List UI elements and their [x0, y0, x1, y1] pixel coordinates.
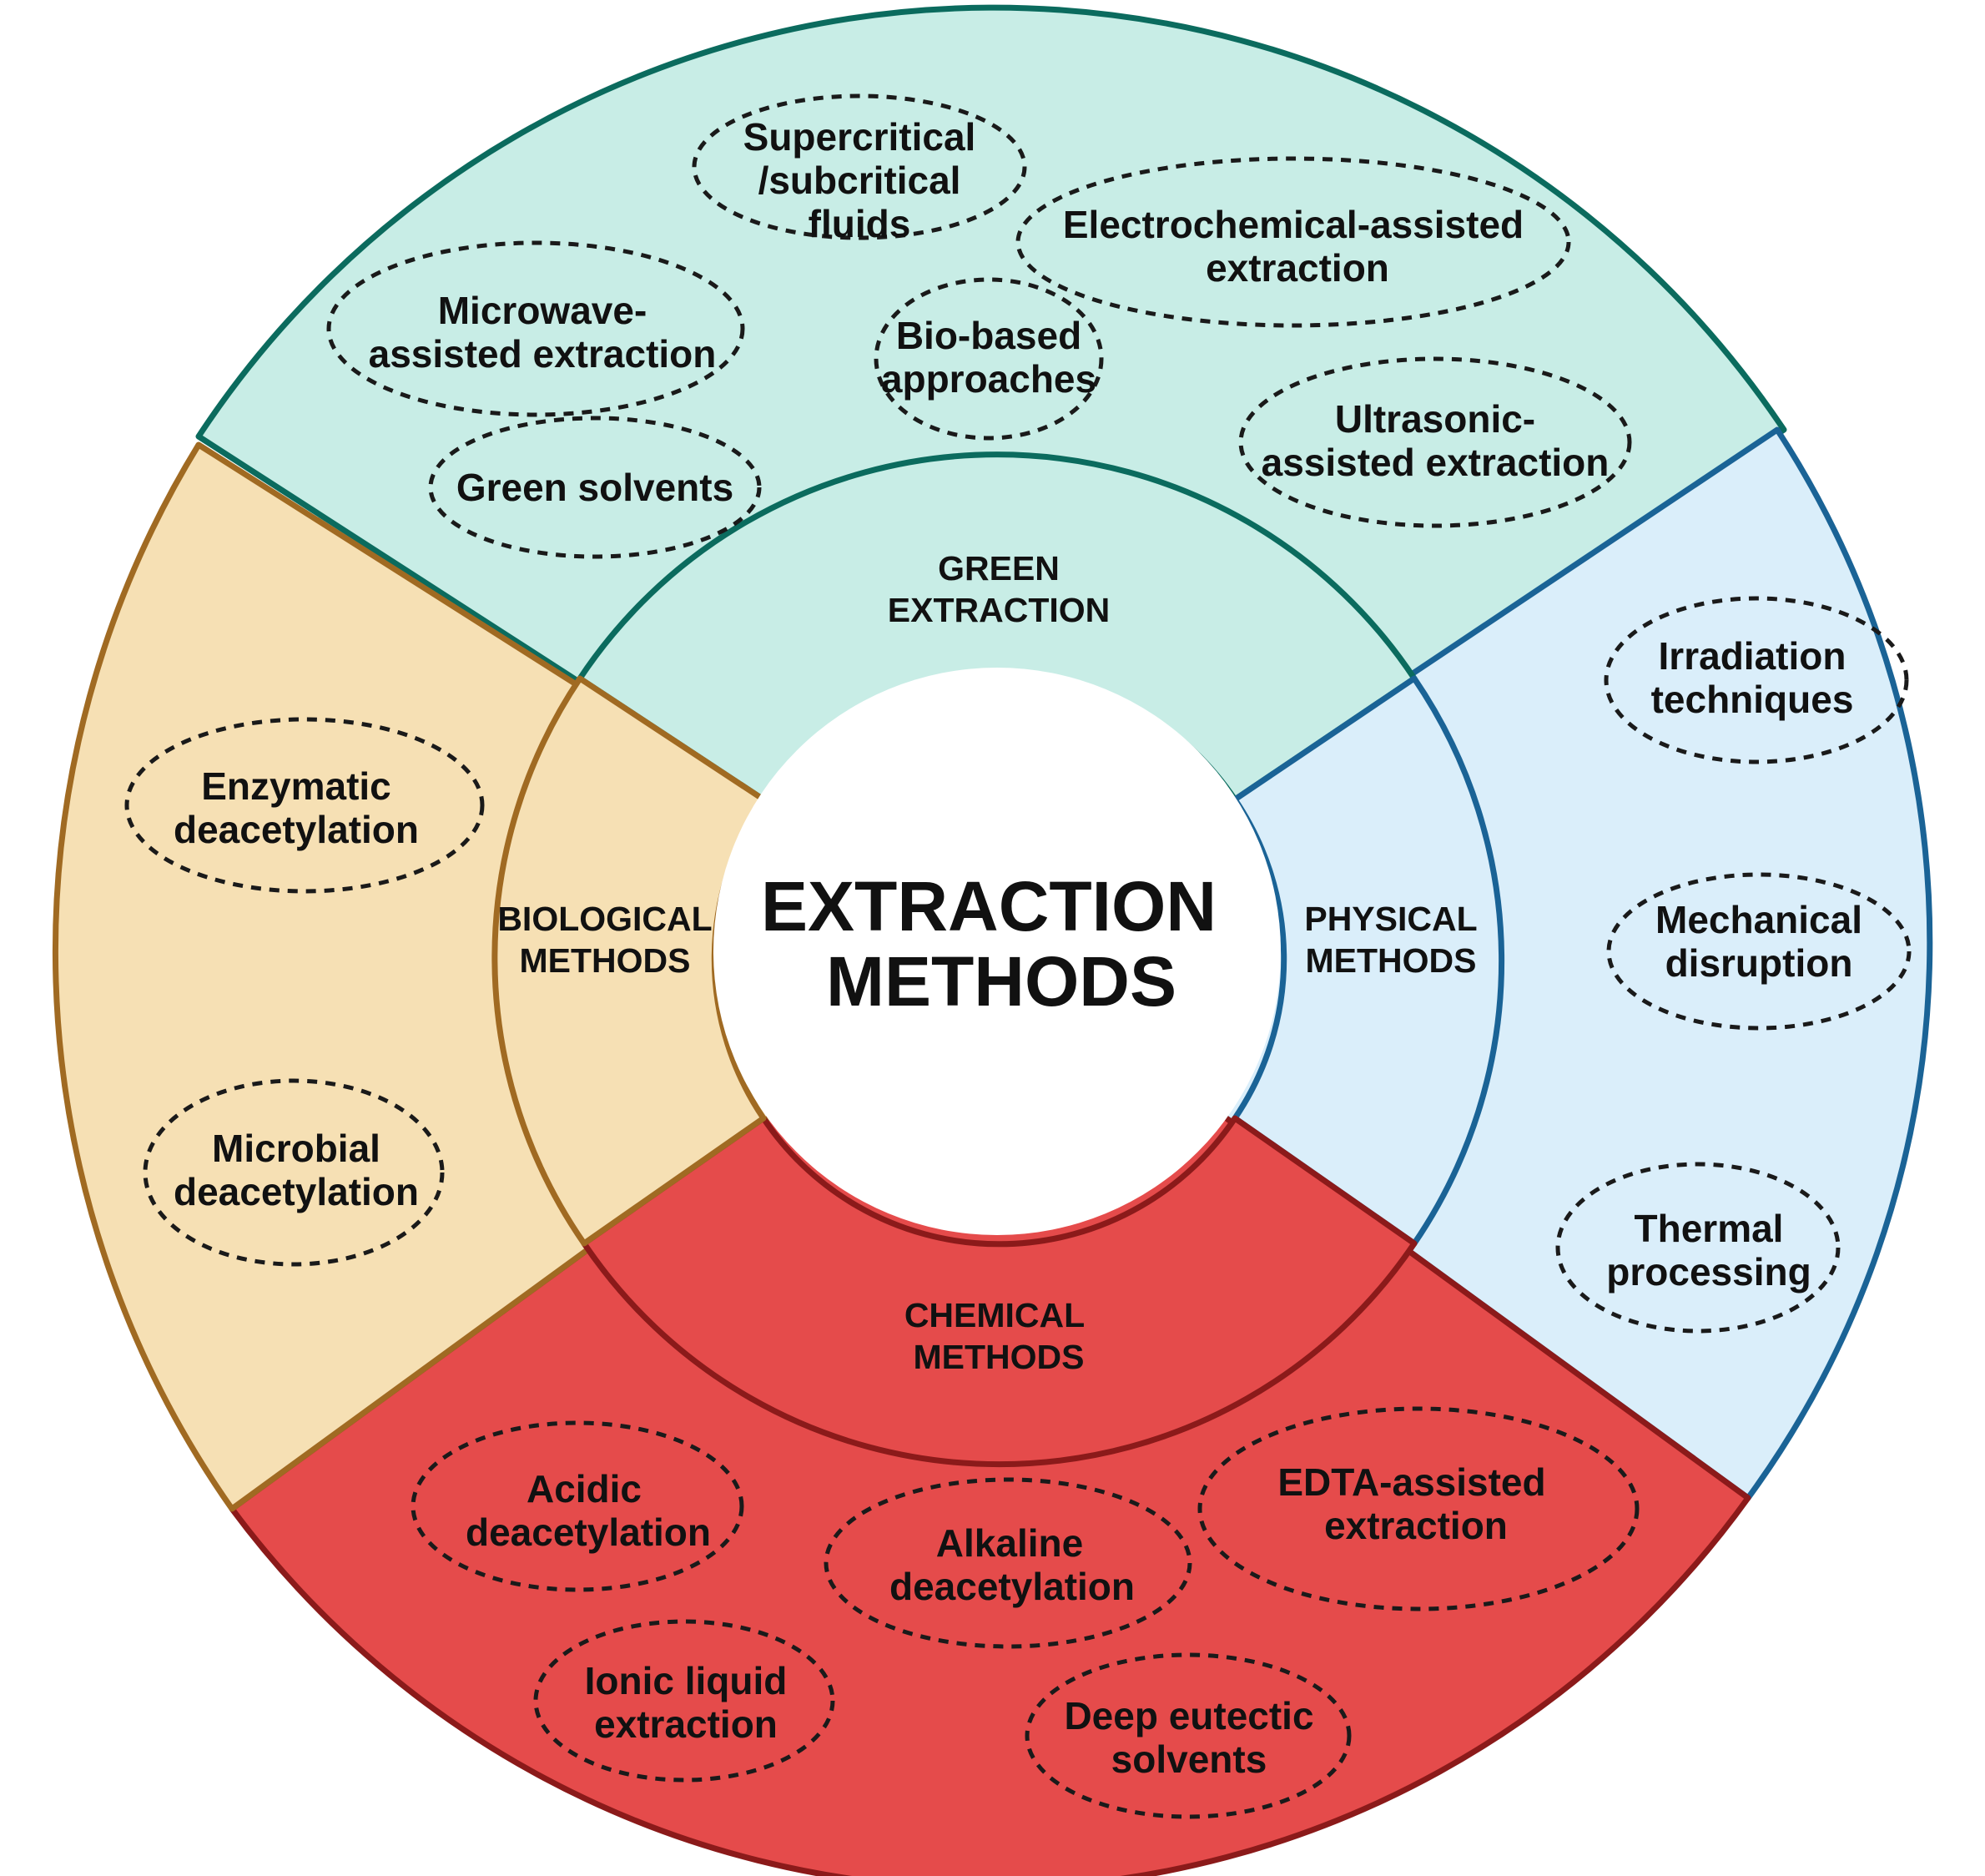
- item-supercritical-fluids: Supercritical /subcritical fluids: [692, 93, 1027, 245]
- biological-category-line1: BIOLOGICAL: [497, 900, 712, 938]
- item-label-line2: solvents: [1111, 1737, 1267, 1781]
- item-thermal-processing: Thermal processing: [1555, 1162, 1841, 1334]
- item-label-line1: Acidic: [526, 1467, 642, 1510]
- dashed-oval: [143, 1078, 445, 1267]
- item-label-line1: Thermal: [1635, 1207, 1784, 1250]
- item-label-line2: deacetylation: [174, 808, 419, 851]
- item-label-line1: Supercritical: [743, 115, 976, 159]
- physical-category-line2: METHODS: [1306, 941, 1477, 980]
- dashed-oval: [1015, 156, 1571, 328]
- item-label-line1: EDTA-assisted: [1277, 1460, 1545, 1504]
- item-label-line2: extraction: [594, 1702, 778, 1746]
- item-label-line1: Bio-based: [896, 314, 1081, 357]
- item-label-line1: Ionic liquid: [585, 1659, 788, 1702]
- dashed-oval: [824, 1477, 1192, 1649]
- item-label-line1: Ultrasonic-: [1335, 397, 1535, 441]
- dashed-oval: [1555, 1162, 1841, 1334]
- item-label-line2: /subcritical: [758, 159, 961, 202]
- item-label-line3: fluids: [809, 202, 911, 245]
- center-title-line1: EXTRACTION: [761, 867, 1217, 946]
- dashed-oval: [411, 1420, 744, 1592]
- dashed-oval: [124, 717, 485, 894]
- item-label-line2: assisted extraction: [1262, 441, 1610, 484]
- center-title-line2: METHODS: [826, 942, 1176, 1021]
- dashed-oval: [428, 416, 762, 559]
- item-label-line2: deacetylation: [466, 1510, 711, 1554]
- item-ionic-liquid-extraction: Ionic liquid extraction: [533, 1619, 835, 1783]
- dashed-oval: [533, 1619, 835, 1783]
- item-label-line2: extraction: [1206, 246, 1389, 290]
- physical-category-line1: PHYSICAL: [1304, 900, 1477, 938]
- item-label-line2: deacetylation: [174, 1170, 419, 1213]
- dashed-oval: [692, 93, 1027, 240]
- item-ultrasonic-assisted-extraction: Ultrasonic- assisted extraction: [1238, 356, 1632, 528]
- biological-inner-sector: [491, 675, 767, 1247]
- item-label-line2: processing: [1606, 1250, 1811, 1294]
- dashed-oval: [1606, 872, 1912, 1031]
- inner-ring: [491, 451, 1505, 1468]
- item-label-line1: Irradiation: [1659, 634, 1846, 678]
- biological-category-line2: METHODS: [520, 941, 691, 980]
- item-mechanical-disruption: Mechanical disruption: [1606, 872, 1912, 1031]
- item-label-line2: disruption: [1665, 941, 1853, 985]
- dashed-oval: [874, 277, 1104, 441]
- physical-inner-sector: [1232, 675, 1505, 1247]
- item-irradiation-techniques: Irradiation techniques: [1604, 596, 1909, 764]
- item-label-line2: extraction: [1324, 1504, 1508, 1547]
- item-microwave-assisted-extraction: Microwave- assisted extraction: [326, 240, 745, 417]
- dashed-oval: [326, 240, 745, 417]
- dashed-oval: [1197, 1406, 1640, 1611]
- item-alkaline-deacetylation: Alkaline deacetylation: [824, 1477, 1192, 1649]
- chemical-category-line1: CHEMICAL: [904, 1296, 1085, 1334]
- dashed-oval: [1238, 356, 1632, 528]
- item-label-line1: Alkaline: [936, 1521, 1083, 1565]
- chemical-inner-sector: [581, 1115, 1418, 1468]
- item-label-line1: Microbial: [212, 1127, 380, 1170]
- item-edta-assisted-extraction: EDTA-assisted extraction: [1197, 1406, 1640, 1611]
- item-label-line1: Microwave-: [438, 289, 647, 332]
- green-category-line1: GREEN: [938, 549, 1060, 588]
- item-label-line1: Deep eutectic: [1064, 1694, 1313, 1737]
- item-label-line1: Enzymatic: [201, 764, 391, 808]
- item-bio-based-approaches: Bio-based approaches: [874, 277, 1104, 441]
- item-label-line2: approaches: [881, 357, 1096, 401]
- item-label-line1: Electrochemical-assisted: [1063, 203, 1524, 246]
- item-acidic-deacetylation: Acidic deacetylation: [411, 1420, 744, 1592]
- item-label-line2: deacetylation: [889, 1565, 1135, 1608]
- item-microbial-deacetylation: Microbial deacetylation: [143, 1078, 445, 1267]
- dashed-oval: [1025, 1652, 1352, 1819]
- chemical-category-line2: METHODS: [914, 1338, 1085, 1376]
- center-circle: [713, 668, 1281, 1235]
- green-category-line2: EXTRACTION: [888, 591, 1111, 629]
- item-label-line1: Mechanical: [1655, 898, 1862, 941]
- item-label-line2: techniques: [1651, 678, 1854, 721]
- item-enzymatic-deacetylation: Enzymatic deacetylation: [124, 717, 485, 894]
- item-label-line1: Green solvents: [456, 466, 733, 509]
- item-green-solvents: Green solvents: [428, 416, 762, 559]
- dashed-oval: [1604, 596, 1909, 764]
- item-deep-eutectic-solvents: Deep eutectic solvents: [1025, 1652, 1352, 1819]
- item-label-line2: assisted extraction: [369, 332, 717, 376]
- item-electrochemical-assisted-extraction: Electrochemical-assisted extraction: [1015, 156, 1571, 328]
